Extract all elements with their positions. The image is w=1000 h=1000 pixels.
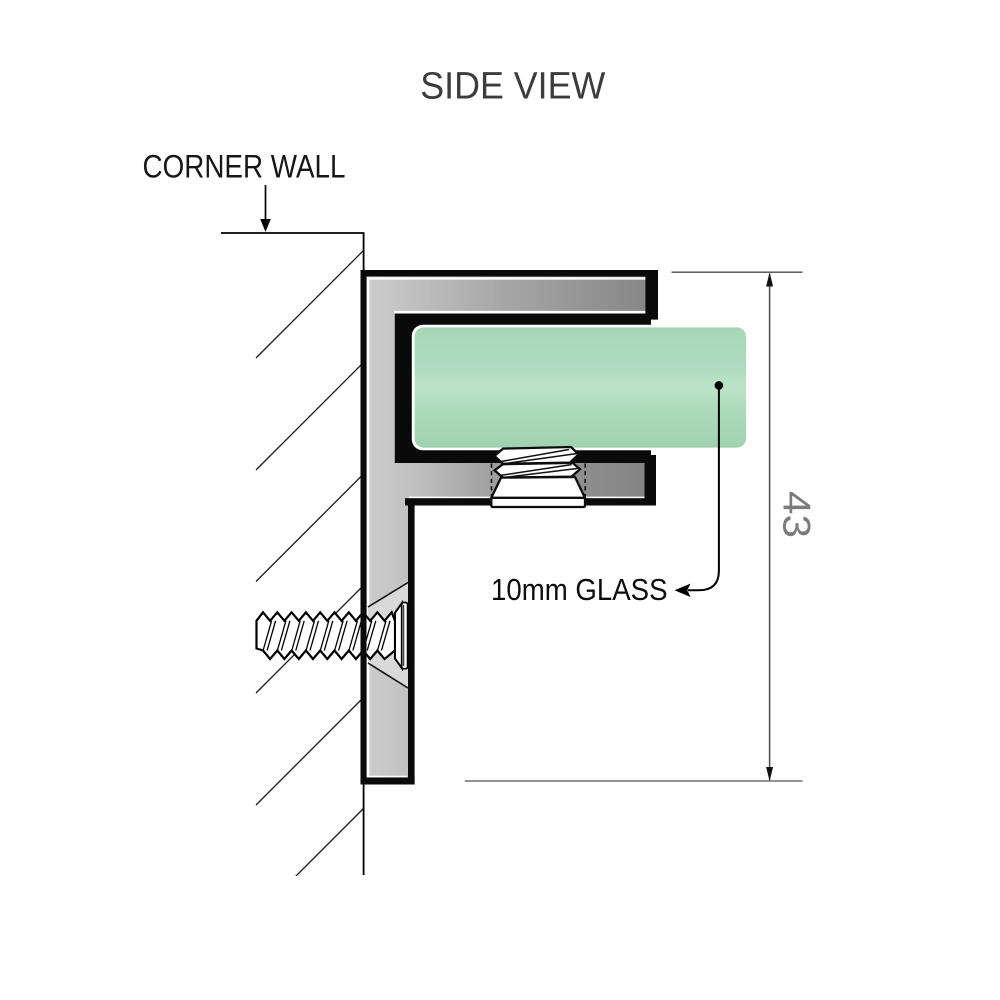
svg-text:43: 43 (775, 491, 818, 538)
svg-text:SIDE VIEW: SIDE VIEW (420, 66, 605, 108)
svg-text:10mm GLASS: 10mm GLASS (491, 572, 668, 607)
svg-text:CORNER WALL: CORNER WALL (143, 149, 346, 185)
